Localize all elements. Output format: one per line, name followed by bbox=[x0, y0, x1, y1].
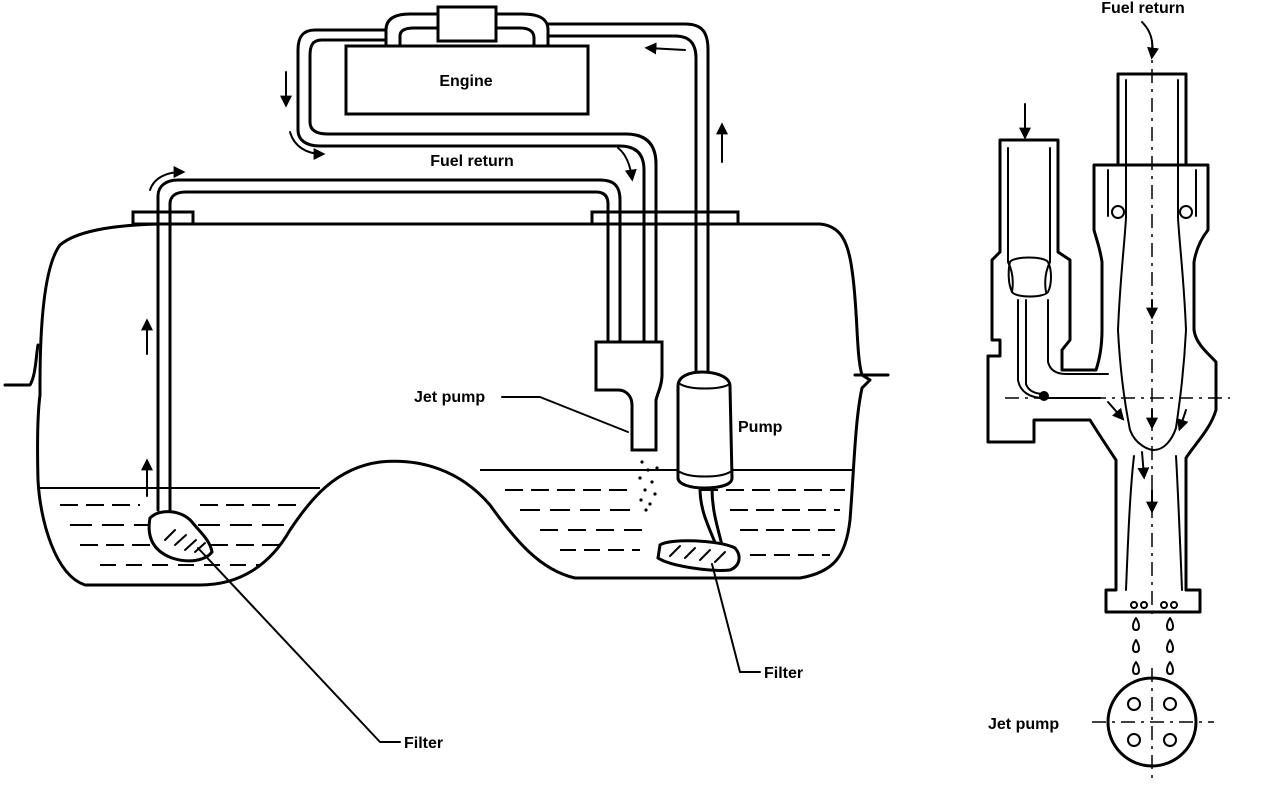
flow-arrows-main bbox=[141, 42, 728, 497]
filter-right-label: Filter bbox=[764, 665, 803, 682]
jet-pump-main: Jet pump bbox=[414, 340, 664, 512]
jet-pump-end-view: Jet pump bbox=[988, 668, 1214, 778]
fuel-drops bbox=[1132, 617, 1174, 675]
fuel-tank bbox=[3, 210, 890, 587]
jet-pump-detail: Fuel return bbox=[986, 0, 1230, 675]
engine-return-lines bbox=[296, 22, 710, 380]
pump: Pump bbox=[676, 370, 783, 547]
filter-left: Filter bbox=[147, 510, 443, 752]
fuel-return-line: Fuel return bbox=[156, 153, 622, 512]
fuel-spray bbox=[638, 460, 659, 512]
fuel-return-label: Fuel return bbox=[430, 153, 514, 170]
engine-label: Engine bbox=[439, 73, 492, 90]
nozzle-holes bbox=[1130, 601, 1178, 609]
engine-block bbox=[344, 44, 590, 116]
jet-pump-detail-label: Jet pump bbox=[988, 716, 1059, 733]
pump-label: Pump bbox=[738, 419, 783, 436]
filter-right: Filter bbox=[656, 539, 803, 682]
fuel-return-detail-label: Fuel return bbox=[1101, 0, 1185, 17]
jet-pump-label: Jet pump bbox=[414, 389, 485, 406]
filter-left-label: Filter bbox=[404, 735, 443, 752]
